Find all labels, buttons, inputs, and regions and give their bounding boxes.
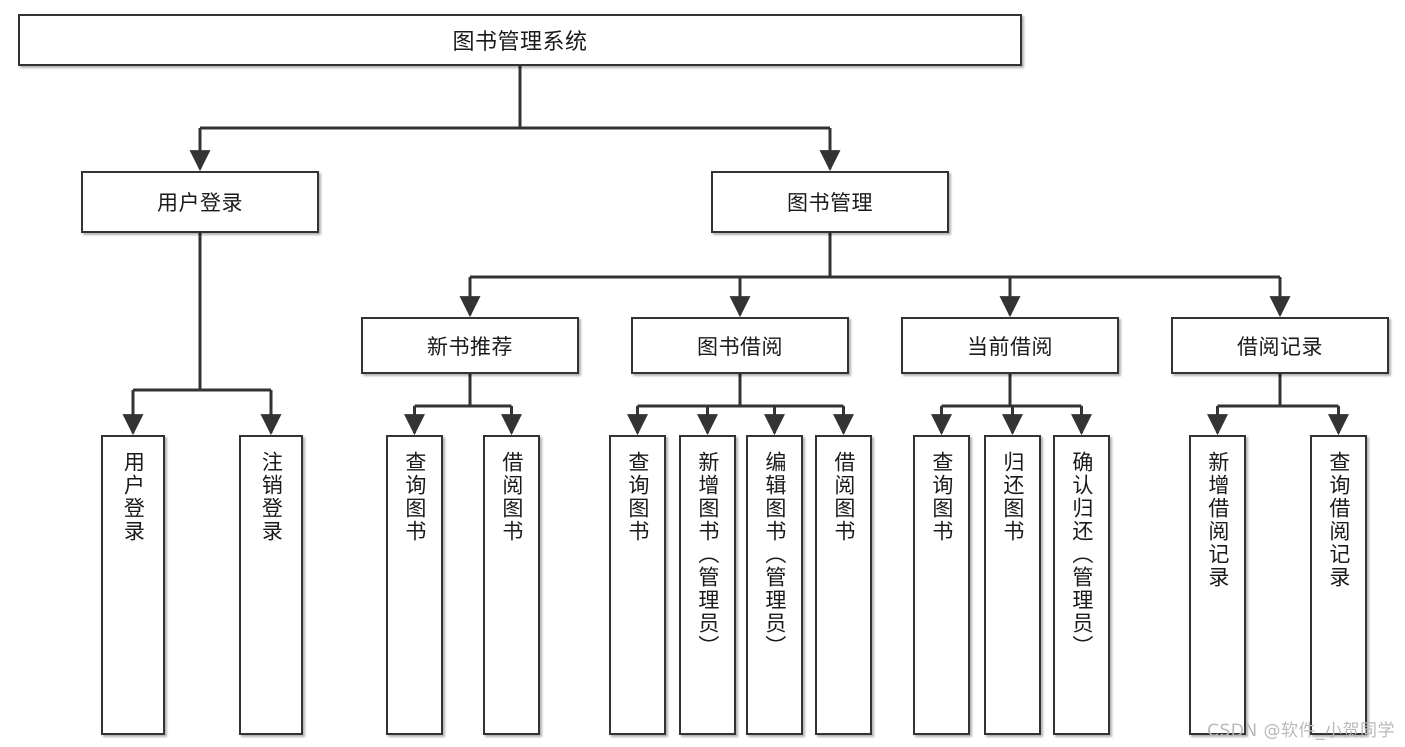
node-book-management[interactable]: 图书管理 — [711, 171, 949, 233]
leaf-user-login-label: 用户登录 — [121, 451, 146, 543]
node-book-management-label: 图书管理 — [787, 191, 873, 215]
leaf-borrow-book-label: 借阅图书 — [831, 451, 856, 543]
leaf-edit-book-admin[interactable]: 编辑图书（管理员） — [746, 435, 803, 735]
leaf-logout[interactable]: 注销登录 — [239, 435, 303, 735]
leaf-query-book-recommend[interactable]: 查询图书 — [386, 435, 443, 735]
leaf-query-borrow-record-label: 查询借阅记录 — [1326, 451, 1351, 589]
leaf-confirm-return-admin-label: 确认归还（管理员） — [1069, 451, 1094, 658]
leaf-query-book-borrow-label: 查询图书 — [625, 451, 650, 543]
leaf-user-login[interactable]: 用户登录 — [101, 435, 165, 735]
leaf-add-borrow-record[interactable]: 新增借阅记录 — [1189, 435, 1246, 735]
node-root-label: 图书管理系统 — [452, 30, 588, 55]
node-book-borrow[interactable]: 图书借阅 — [631, 317, 849, 374]
leaf-query-book-recommend-label: 查询图书 — [402, 451, 427, 543]
leaf-confirm-return-admin[interactable]: 确认归还（管理员） — [1053, 435, 1110, 735]
node-current-borrow[interactable]: 当前借阅 — [901, 317, 1119, 374]
leaf-return-book-label: 归还图书 — [1000, 451, 1025, 543]
leaf-logout-label: 注销登录 — [259, 451, 284, 543]
node-current-borrow-label: 当前借阅 — [967, 334, 1053, 359]
node-borrow-record-label: 借阅记录 — [1237, 334, 1323, 359]
leaf-borrow-book[interactable]: 借阅图书 — [815, 435, 872, 735]
node-user-login[interactable]: 用户登录 — [81, 171, 319, 233]
leaf-query-book-borrow[interactable]: 查询图书 — [609, 435, 666, 735]
leaf-borrow-book-recommend-label: 借阅图书 — [499, 451, 524, 543]
leaf-return-book[interactable]: 归还图书 — [984, 435, 1041, 735]
node-new-book-recommend[interactable]: 新书推荐 — [361, 317, 579, 374]
node-book-borrow-label: 图书借阅 — [697, 334, 783, 359]
node-new-book-recommend-label: 新书推荐 — [427, 334, 513, 359]
node-borrow-record[interactable]: 借阅记录 — [1171, 317, 1389, 374]
leaf-add-book-admin-label: 新增图书（管理员） — [695, 451, 720, 658]
leaf-add-borrow-record-label: 新增借阅记录 — [1205, 451, 1230, 589]
node-user-login-label: 用户登录 — [157, 191, 243, 215]
watermark: CSDN @软件_小贺同学 — [1207, 721, 1395, 741]
leaf-borrow-book-recommend[interactable]: 借阅图书 — [483, 435, 540, 735]
leaf-query-borrow-record[interactable]: 查询借阅记录 — [1310, 435, 1367, 735]
node-root[interactable]: 图书管理系统 — [18, 14, 1022, 66]
leaf-query-book-current[interactable]: 查询图书 — [913, 435, 970, 735]
leaf-edit-book-admin-label: 编辑图书（管理员） — [762, 451, 787, 658]
leaf-query-book-current-label: 查询图书 — [929, 451, 954, 543]
leaf-add-book-admin[interactable]: 新增图书（管理员） — [679, 435, 736, 735]
